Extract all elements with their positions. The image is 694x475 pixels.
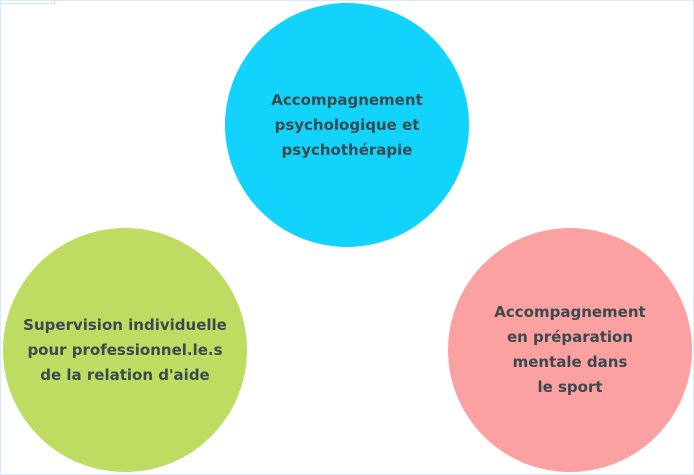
bubble-psychotherapy: Accompagnement psychologique et psychoth… [225, 3, 469, 247]
bubble-psychotherapy-label: Accompagnement psychologique et psychoth… [271, 90, 423, 159]
bubble-supervision: Supervision individuelle pour profession… [3, 228, 247, 472]
bubble-supervision-label: Supervision individuelle pour profession… [23, 315, 227, 384]
corner-mark [1, 1, 55, 4]
bubble-sport-preparation: Accompagnement en préparation mentale da… [448, 228, 692, 472]
bubble-sport-preparation-label: Accompagnement en préparation mentale da… [494, 303, 646, 396]
